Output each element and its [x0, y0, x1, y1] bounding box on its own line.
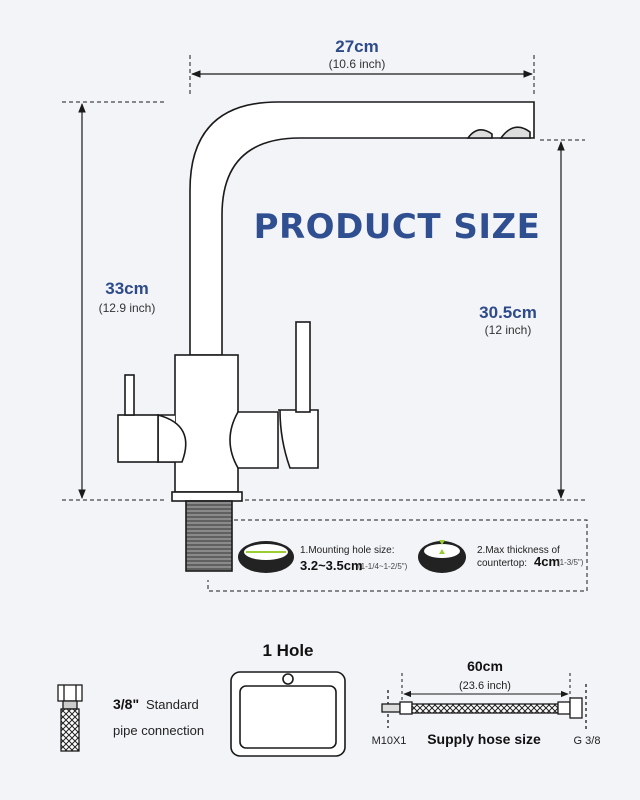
- install-notes-box: 1.Mounting hole size: 3.2~3.5cm (1-1/4~1…: [207, 519, 588, 592]
- connection-text: pipe connection: [113, 723, 204, 738]
- spout-height-main: 30.5cm: [479, 303, 537, 322]
- thickness-label-2: countertop:: [477, 558, 527, 569]
- spout-height-sub: (12 inch): [485, 323, 532, 337]
- total-height-sub: (12.9 inch): [99, 301, 156, 315]
- width-dimension: 27cm (10.6 inch): [189, 37, 535, 95]
- faucet-drawing: [117, 101, 535, 572]
- connection-size: 3/8": [113, 696, 139, 712]
- spout-height-dimension: 30.5cm (12 inch): [245, 139, 585, 501]
- thickness-label-1: 2.Max thickness of: [477, 545, 560, 556]
- hole-title: 1 Hole: [262, 641, 313, 660]
- mounting-inch: (1-1/4~1-2/5"): [358, 562, 408, 571]
- hose-left-thread: M10X1: [372, 735, 407, 747]
- width-sub: (10.6 inch): [329, 57, 386, 71]
- mounting-value: 3.2~3.5cm: [300, 558, 363, 573]
- hose-label: Supply hose size: [427, 731, 541, 747]
- width-main: 27cm: [335, 37, 378, 56]
- supply-hose-icon: [381, 684, 587, 732]
- total-height-dimension: 33cm (12.9 inch): [62, 101, 165, 501]
- thickness-value: 4cm: [534, 554, 560, 569]
- total-height-main: 33cm: [105, 279, 148, 298]
- hose-length-main: 60cm: [467, 658, 503, 674]
- page-title: PRODUCT SIZE: [254, 207, 541, 247]
- connection-standard: Standard: [146, 697, 199, 712]
- one-hole-sink-icon: [230, 671, 346, 757]
- hose-length-sub: (23.6 inch): [459, 680, 511, 692]
- mounting-label: 1.Mounting hole size:: [300, 545, 395, 556]
- mounting-hole-icon: [238, 541, 294, 573]
- countertop-thickness-icon: [418, 540, 466, 573]
- pipe-connector-icon: [57, 684, 83, 752]
- thickness-inch: (1-3/5"): [557, 558, 584, 567]
- hose-dimension: [401, 673, 571, 700]
- hose-right-thread: G 3/8: [574, 735, 601, 747]
